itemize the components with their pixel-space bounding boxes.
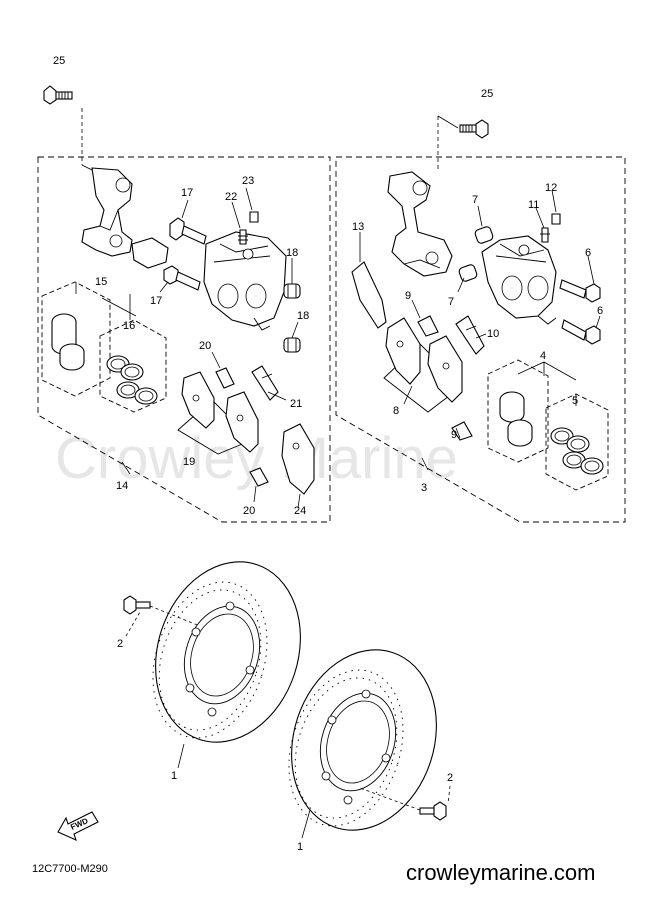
disc-bolt-2-right bbox=[419, 801, 447, 821]
callout-9-upper: 9 bbox=[405, 290, 411, 302]
callout-23: 23 bbox=[242, 175, 254, 187]
callout-7-upper: 7 bbox=[472, 194, 478, 206]
fwd-arrow-icon: FWD bbox=[57, 811, 99, 842]
bleed-cap-23 bbox=[249, 211, 259, 223]
callout-21: 21 bbox=[290, 398, 302, 410]
pad-spring-20-upper bbox=[215, 367, 235, 389]
bleed-screw-22 bbox=[238, 229, 248, 245]
callout-10: 10 bbox=[487, 328, 499, 340]
callout-19: 19 bbox=[183, 456, 195, 468]
callout-9-lower: 9 bbox=[451, 429, 457, 441]
right-caliper-assembly bbox=[335, 115, 626, 523]
callout-1-right: 1 bbox=[297, 841, 303, 853]
callout-25-right: 25 bbox=[481, 88, 493, 100]
diagram-code: 12C7700-M290 bbox=[32, 863, 108, 875]
callout-11: 11 bbox=[528, 199, 539, 211]
pad-spring-9-lower bbox=[451, 421, 473, 441]
pin-bolt-17-lower bbox=[163, 265, 201, 291]
pad-spring-20-lower bbox=[249, 467, 269, 487]
callout-4: 4 bbox=[540, 350, 546, 362]
callout-17-upper: 17 bbox=[181, 187, 193, 199]
callout-15: 15 bbox=[95, 276, 107, 288]
left-caliper-assembly bbox=[37, 85, 331, 523]
piston-set-4 bbox=[487, 359, 549, 463]
brake-disc-1-right bbox=[288, 649, 437, 831]
caliper-bracket-right bbox=[387, 171, 453, 277]
boot-7-lower bbox=[458, 264, 478, 282]
seal-kit-16 bbox=[99, 319, 167, 413]
disc-bolt-2-left bbox=[123, 595, 151, 615]
left-assembly-boundary bbox=[37, 156, 331, 523]
pad-shim-10 bbox=[455, 315, 485, 355]
seal-kit-5 bbox=[545, 393, 609, 491]
bleed-screw-11 bbox=[540, 227, 550, 243]
callout-6-upper: 6 bbox=[585, 247, 591, 259]
callout-24: 24 bbox=[294, 505, 306, 517]
pad-shim-21 bbox=[251, 365, 279, 401]
brake-pad-set-8 bbox=[383, 317, 463, 413]
caliper-body-right bbox=[481, 235, 557, 325]
callout-17-lower: 17 bbox=[150, 295, 162, 307]
callout-25-left: 25 bbox=[53, 55, 65, 67]
pad-shim-13 bbox=[351, 261, 387, 329]
callout-13: 13 bbox=[352, 221, 364, 233]
callout-2-left: 2 bbox=[117, 638, 123, 650]
brake-disc-1-left bbox=[152, 561, 301, 743]
right-assembly-boundary bbox=[335, 156, 626, 523]
callout-18-lower: 18 bbox=[297, 310, 309, 322]
callout-20-lower: 20 bbox=[243, 505, 255, 517]
callout-3: 3 bbox=[421, 482, 427, 494]
pin-bolt-17-upper bbox=[169, 217, 207, 245]
boot-18-upper bbox=[283, 283, 301, 299]
callout-labels: 25 25 17 17 23 22 18 18 15 16 20 21 19 2… bbox=[53, 55, 603, 853]
callout-18-upper: 18 bbox=[286, 247, 298, 259]
callout-6-lower: 6 bbox=[597, 305, 603, 317]
caliper-bracket-left bbox=[81, 167, 133, 257]
caliper-body-left bbox=[131, 231, 287, 331]
callout-2-right: 2 bbox=[447, 772, 453, 784]
boot-18-lower bbox=[283, 337, 301, 353]
brake-pad-set-19 bbox=[177, 371, 259, 455]
callout-16: 16 bbox=[123, 320, 135, 332]
pad-spring-9-upper bbox=[417, 315, 439, 337]
brake-pad-24 bbox=[281, 423, 315, 495]
piston-set-15 bbox=[41, 281, 111, 397]
pin-bolt-6-lower bbox=[561, 319, 601, 345]
bleed-cap-12 bbox=[551, 213, 561, 225]
callout-20-upper: 20 bbox=[199, 340, 211, 352]
callout-14: 14 bbox=[116, 480, 128, 492]
boot-7-upper bbox=[474, 226, 494, 244]
callout-5: 5 bbox=[572, 395, 578, 407]
callout-12: 12 bbox=[545, 182, 557, 194]
bolt-25-right bbox=[459, 119, 489, 139]
bolt-25-left bbox=[43, 85, 73, 105]
callout-8: 8 bbox=[393, 405, 399, 417]
callout-1-left: 1 bbox=[171, 770, 177, 782]
callout-7-lower: 7 bbox=[448, 296, 454, 308]
website-text: crowleymarine.com bbox=[406, 860, 596, 885]
callout-22: 22 bbox=[225, 191, 237, 203]
